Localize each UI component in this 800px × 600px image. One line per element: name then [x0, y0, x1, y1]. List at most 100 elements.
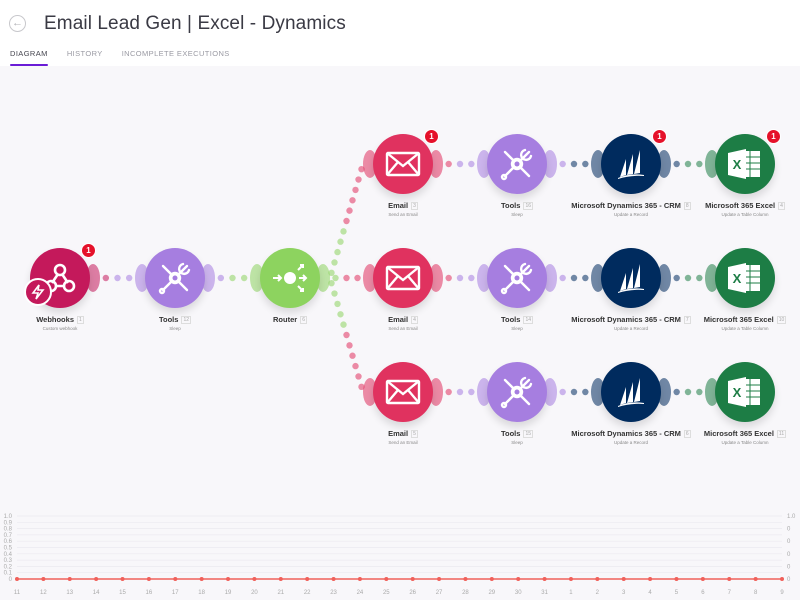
x-tick-label: 17 [172, 590, 179, 596]
tab-incomplete-executions[interactable]: INCOMPLETE EXECUTIONS [121, 49, 230, 58]
x-tick-label: 30 [515, 590, 522, 596]
output-handle[interactable] [429, 150, 443, 178]
data-point [120, 577, 125, 581]
excel-icon[interactable]: X [715, 248, 775, 308]
tools-icon[interactable] [487, 362, 547, 422]
dynamics-icon[interactable] [601, 248, 661, 308]
x-tick-label: 6 [701, 590, 705, 596]
tab-diagram[interactable]: DIAGRAM [10, 49, 48, 66]
instant-trigger-icon [24, 278, 52, 306]
output-handle[interactable] [543, 264, 557, 292]
module-name: Microsoft 365 Excel [703, 429, 774, 438]
connection-dot [355, 373, 362, 380]
module-number: 1 [77, 316, 84, 324]
dynamics-icon[interactable] [601, 362, 661, 422]
connection-dot [355, 176, 362, 183]
tools-icon[interactable] [487, 134, 547, 194]
module-name: Tools [500, 201, 521, 210]
module-name: Microsoft 365 Excel [703, 315, 774, 324]
module-name: Webhooks [36, 315, 74, 324]
excel-icon[interactable]: X [715, 134, 775, 194]
output-handle[interactable] [543, 378, 557, 406]
connection-dot [337, 311, 344, 318]
y-tick-label-left: 0.5 [4, 546, 13, 552]
error-badge: 1 [81, 243, 96, 258]
data-point [648, 577, 653, 581]
y-tick-label-right: 0 [787, 539, 791, 545]
email-icon[interactable] [373, 362, 433, 422]
data-point [568, 577, 573, 581]
x-tick-label: 19 [225, 590, 232, 596]
output-handle[interactable] [429, 378, 443, 406]
y-tick-label-left: 0.4 [4, 552, 13, 558]
tools-icon[interactable] [145, 248, 205, 308]
router-icon[interactable] [260, 248, 320, 308]
output-handle[interactable] [201, 264, 215, 292]
x-tick-label: 12 [40, 590, 47, 596]
connection-dot [352, 362, 359, 370]
module-action: Custom webhook [42, 326, 78, 331]
data-point [489, 577, 494, 581]
data-point [173, 577, 178, 581]
connection-dot [343, 274, 350, 282]
output-handle[interactable] [657, 150, 671, 178]
x-tick-label: 1 [569, 590, 573, 596]
module-action: Update a Table Column [721, 326, 769, 331]
excel-icon[interactable]: X [715, 362, 775, 422]
output-handle[interactable] [657, 264, 671, 292]
connection-dot [696, 388, 703, 396]
x-tick-label: 9 [780, 590, 784, 596]
output-handle[interactable] [429, 264, 443, 292]
connection-dot [349, 352, 356, 359]
module-name: Email [388, 201, 409, 210]
connection-dot [582, 274, 589, 282]
tools-icon[interactable] [487, 248, 547, 308]
output-handle[interactable] [543, 150, 557, 178]
x-tick-label: 23 [330, 590, 337, 596]
connection-dot [445, 160, 452, 168]
module-number: 3 [411, 202, 418, 210]
back-button[interactable]: ← [9, 15, 26, 32]
connection-dot [328, 279, 335, 287]
x-tick-label: 26 [409, 590, 416, 596]
output-handle[interactable] [86, 264, 100, 292]
tabs: DIAGRAM HISTORY INCOMPLETE EXECUTIONS [10, 49, 249, 66]
email-icon[interactable] [373, 134, 433, 194]
module-action: Sleep [169, 326, 181, 331]
y-tick-label-left: 0.6 [4, 539, 13, 545]
module-action: Update a Table Column [721, 212, 769, 217]
email-icon[interactable] [373, 248, 433, 308]
module-action: Send an Email [388, 440, 418, 445]
x-tick-label: 2 [596, 590, 600, 596]
dynamics-icon[interactable] [601, 134, 661, 194]
x-tick-label: 13 [66, 590, 73, 596]
output-handle[interactable] [657, 378, 671, 406]
connection-dot [125, 274, 133, 282]
connection-dot [559, 160, 566, 168]
tab-history[interactable]: HISTORY [66, 49, 103, 58]
output-handle[interactable] [316, 264, 330, 292]
x-tick-label: 25 [383, 590, 390, 596]
connection-dot [331, 290, 338, 297]
data-point [700, 577, 705, 581]
